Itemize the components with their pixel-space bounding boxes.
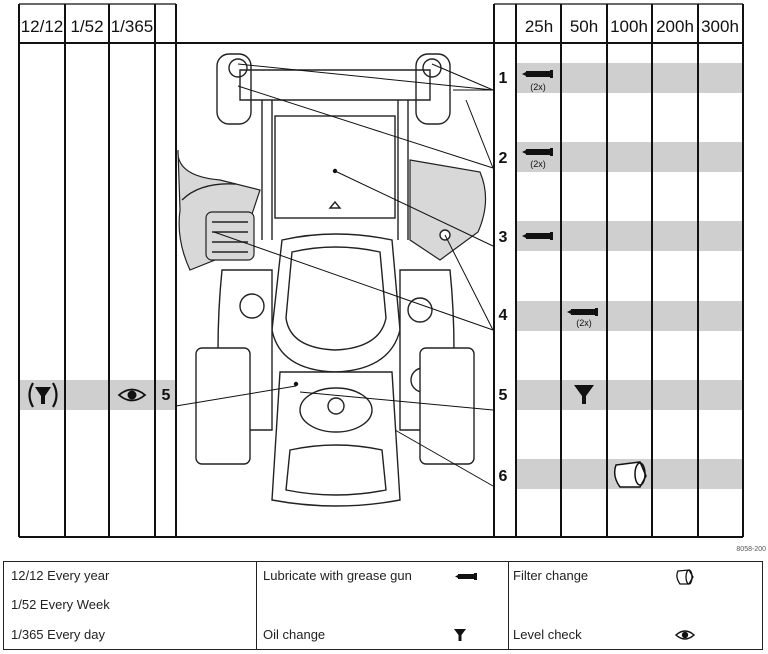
legend-table: 12/12 Every year 1/52 Every Week 1/365 E… bbox=[3, 561, 763, 650]
row-number-1: 1 bbox=[499, 70, 508, 87]
table-grid bbox=[18, 3, 744, 538]
legend-level-check: Level check bbox=[513, 627, 582, 642]
grease-gun-icon bbox=[522, 148, 553, 156]
left-row-number-5: 5 bbox=[162, 387, 171, 404]
header-25h: 25h bbox=[525, 17, 553, 36]
legend-oil-change: Oil change bbox=[263, 627, 326, 642]
grease-gun-icon bbox=[522, 70, 553, 78]
row-number-2: 2 bbox=[499, 150, 508, 167]
funnel-icon bbox=[454, 629, 466, 641]
funnel-in-parentheses-icon bbox=[28, 382, 58, 408]
qty-row-1: (2x) bbox=[530, 82, 546, 92]
header-every-week: 1/52 bbox=[70, 17, 103, 36]
eye-icon bbox=[675, 630, 695, 640]
legend-column-filter-level: Filter change Level check bbox=[509, 562, 763, 649]
row-number-5: 5 bbox=[499, 387, 508, 404]
legend-column-intervals: 12/12 Every year 1/52 Every Week 1/365 E… bbox=[4, 562, 257, 649]
grease-gun-icon bbox=[455, 573, 477, 580]
header-100h: 100h bbox=[610, 17, 648, 36]
row-number-3: 3 bbox=[499, 229, 508, 246]
row-band-4 bbox=[516, 301, 743, 331]
row-band-1 bbox=[516, 63, 743, 93]
qty-row-4: (2x) bbox=[576, 318, 592, 328]
figure-code: 8058-200 bbox=[736, 546, 766, 553]
row-number-4: 4 bbox=[499, 307, 508, 324]
eye-icon bbox=[117, 388, 147, 402]
legend-filter-change: Filter change bbox=[513, 568, 589, 583]
header-every-year: 12/12 bbox=[21, 17, 64, 36]
row-band-2 bbox=[516, 142, 743, 172]
legend-column-lube-oil: Lubricate with grease gun Oil change bbox=[257, 562, 509, 649]
row-number-6: 6 bbox=[499, 468, 508, 485]
header-50h: 50h bbox=[570, 17, 598, 36]
legend-lubricate: Lubricate with grease gun bbox=[263, 568, 412, 583]
header-200h: 200h bbox=[656, 17, 694, 36]
row-band-5 bbox=[516, 380, 743, 410]
legend-every-day: 1/365 Every day bbox=[11, 627, 105, 642]
header-every-day: 1/365 bbox=[111, 17, 154, 36]
leader-lines bbox=[175, 63, 494, 487]
qty-row-2: (2x) bbox=[530, 159, 546, 169]
grease-gun-icon bbox=[522, 232, 553, 240]
legend-every-week: 1/52 Every Week bbox=[11, 597, 110, 612]
filter-icon bbox=[676, 569, 694, 585]
tractor-top-view bbox=[177, 53, 487, 507]
legend-every-year: 12/12 Every year bbox=[11, 568, 110, 583]
funnel-icon bbox=[574, 385, 594, 404]
header-300h: 300h bbox=[701, 17, 739, 36]
row-band-3 bbox=[516, 221, 743, 251]
grease-gun-icon bbox=[567, 308, 598, 316]
filter-icon bbox=[613, 461, 647, 488]
